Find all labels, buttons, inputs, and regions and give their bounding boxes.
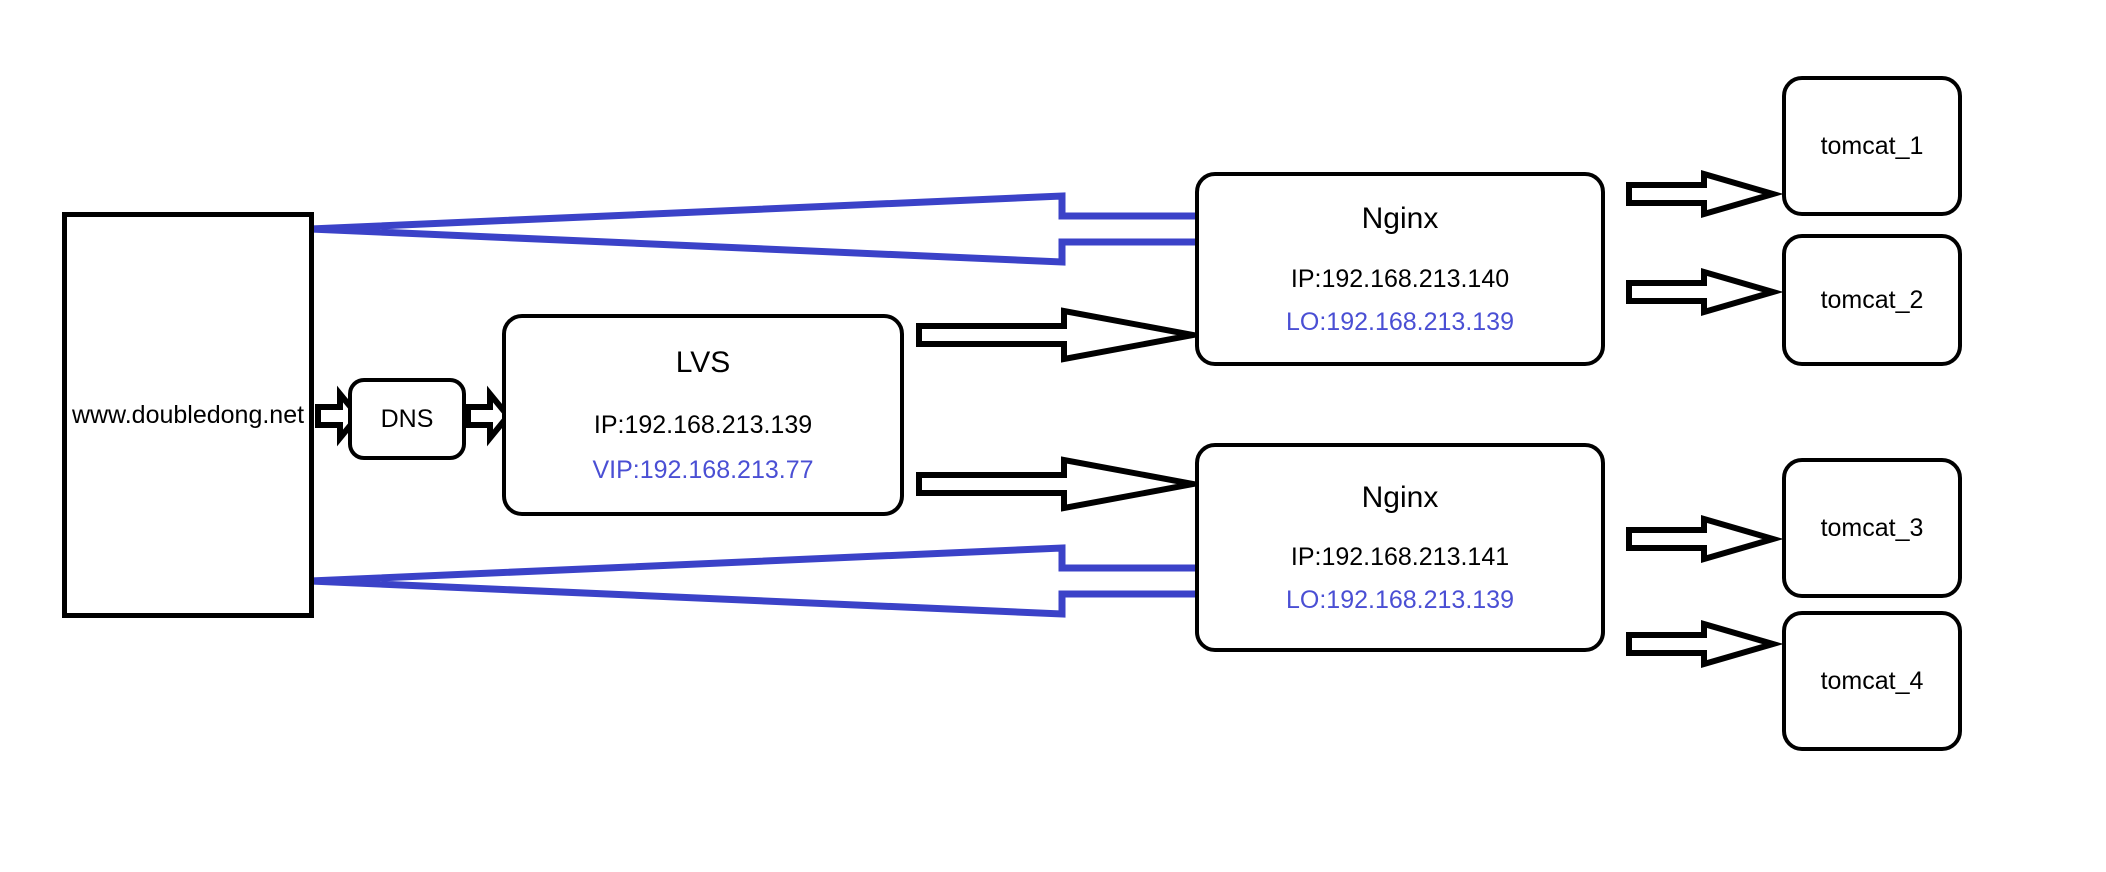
node-tomcat-4-label: tomcat_4 — [1820, 666, 1924, 695]
arrow-dns-to-lvs — [465, 385, 512, 447]
arrow-lvs-to-nginx-top — [916, 306, 1210, 364]
node-dns-label: DNS — [380, 404, 434, 433]
arrow-nginx-bottom-to-tomcat-4 — [1626, 620, 1784, 668]
node-tomcat-2[interactable]: tomcat_2 — [1782, 234, 1962, 366]
arrow-nginx-top-to-tomcat-2 — [1626, 268, 1784, 316]
node-nginx-top-lo: LO:192.168.213.139 — [1286, 307, 1514, 336]
node-tomcat-4[interactable]: tomcat_4 — [1782, 611, 1962, 751]
node-tomcat-1-label: tomcat_1 — [1820, 131, 1924, 160]
node-nginx-top[interactable]: Nginx IP:192.168.213.140 LO:192.168.213.… — [1195, 172, 1605, 366]
node-nginx-bottom-lo: LO:192.168.213.139 — [1286, 586, 1514, 615]
node-tomcat-3-label: tomcat_3 — [1820, 513, 1924, 542]
node-tomcat-2-label: tomcat_2 — [1820, 285, 1924, 314]
node-lvs-title: LVS — [675, 346, 731, 379]
arrow-lvs-to-nginx-bottom — [916, 455, 1210, 513]
node-lvs[interactable]: LVS IP:192.168.213.139 VIP:192.168.213.7… — [502, 314, 904, 516]
arrow-nginx-bottom-return — [309, 544, 1214, 618]
node-nginx-top-ip: IP:192.168.213.140 — [1290, 264, 1510, 293]
arrow-nginx-bottom-to-tomcat-3 — [1626, 515, 1784, 563]
node-dns[interactable]: DNS — [348, 378, 466, 460]
node-nginx-top-title: Nginx — [1361, 202, 1439, 235]
node-nginx-bottom-title: Nginx — [1361, 480, 1439, 514]
arrow-nginx-top-to-tomcat-1 — [1626, 170, 1784, 218]
arrow-nginx-top-return — [309, 192, 1214, 266]
node-nginx-bottom[interactable]: Nginx IP:192.168.213.141 LO:192.168.213.… — [1195, 443, 1605, 652]
node-tomcat-1[interactable]: tomcat_1 — [1782, 76, 1962, 216]
node-tomcat-3[interactable]: tomcat_3 — [1782, 458, 1962, 598]
node-client[interactable]: www.doubledong.net — [62, 212, 314, 618]
node-lvs-vip: VIP:192.168.213.77 — [592, 455, 814, 484]
node-lvs-ip: IP:192.168.213.139 — [593, 410, 813, 439]
node-nginx-bottom-ip: IP:192.168.213.141 — [1290, 543, 1510, 571]
node-client-label: www.doubledong.net — [71, 400, 305, 429]
